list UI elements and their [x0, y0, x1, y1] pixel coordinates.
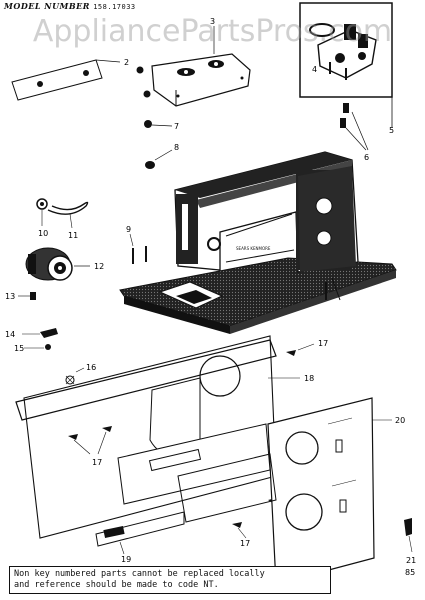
callout-7: 7 — [174, 122, 179, 131]
callout-9: 9 — [126, 225, 131, 234]
part-9-screws — [129, 233, 147, 264]
part-16-rear-cover — [15, 339, 277, 421]
callout-10: 10 — [38, 229, 48, 238]
part-21-pin — [404, 518, 413, 553]
callout-11: 11 — [68, 231, 78, 240]
callout-17-left: 17 — [92, 458, 102, 467]
part-13-clip — [18, 292, 36, 300]
callout-19: 19 — [121, 555, 131, 564]
part-12-motor — [25, 247, 90, 281]
callout-6: 6 — [364, 153, 369, 162]
callout-13: 13 — [5, 292, 15, 301]
corner-code: 85 — [405, 568, 415, 577]
part-6-screws — [340, 103, 369, 151]
callout-3: 3 — [210, 17, 215, 26]
part-19-trim-panel — [95, 453, 277, 555]
part-2-plate — [11, 59, 121, 101]
callout-14: 14 — [5, 330, 15, 339]
part-3-top-cover — [151, 26, 251, 107]
model-label-text: MODEL NUMBER — [4, 1, 90, 11]
sewing-machine-base — [119, 257, 397, 334]
callout-4: 4 — [312, 65, 317, 74]
part-20-face-plate — [267, 397, 392, 585]
callout-15: 15 — [14, 344, 24, 353]
part-7-screw — [144, 120, 173, 128]
part-10-11-bracket — [36, 198, 89, 229]
callout-21: 21 — [406, 556, 416, 565]
callout-20: 20 — [395, 416, 405, 425]
note-line-2: and reference should be made to code NT. — [14, 580, 219, 590]
part-3-screws — [136, 66, 151, 98]
model-number-value: 158.17033 — [93, 3, 136, 11]
part-5-assembly-inset — [299, 2, 393, 128]
parts-note-box: Non key numbered parts cannot be replace… — [9, 566, 331, 594]
callout-16: 16 — [86, 363, 96, 372]
callout-17-lower: 17 — [240, 539, 250, 548]
sewing-machine-arm: SEARS KENMORE — [174, 151, 359, 301]
model-number-heading: MODEL NUMBER 158.17033 — [4, 1, 136, 11]
svg-text:SEARS KENMORE: SEARS KENMORE — [236, 246, 271, 251]
inner-panel — [117, 423, 271, 505]
callout-17-upper: 17 — [318, 339, 328, 348]
callout-2: 2 — [124, 58, 129, 67]
callout-12: 12 — [94, 262, 104, 271]
watermark-text: AppliancePartsPros.com — [32, 14, 393, 49]
part-8-bushing — [145, 149, 173, 169]
callout-8: 8 — [174, 143, 179, 152]
callout-5: 5 — [389, 126, 394, 135]
note-line-1: Non key numbered parts cannot be replace… — [14, 569, 265, 579]
part-15-screw — [24, 344, 51, 350]
part-14-latch — [22, 328, 58, 338]
callout-18: 18 — [304, 374, 314, 383]
